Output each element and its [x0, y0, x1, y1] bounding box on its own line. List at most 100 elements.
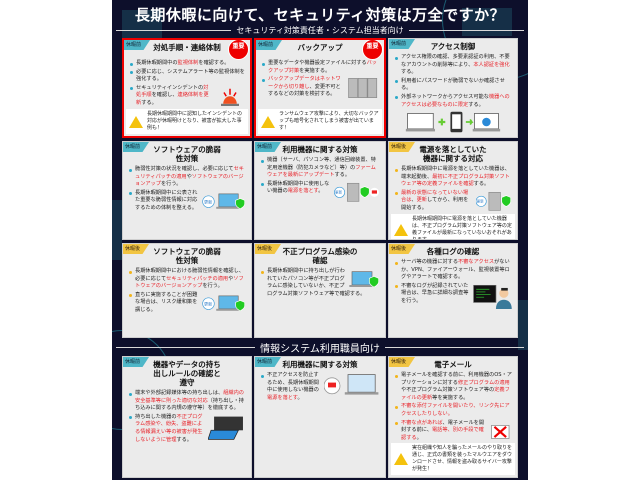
bullet-item: 長期休暇期間中に持ち出しが行われていたパソコン等が不正プログラムに感染していない…: [261, 268, 380, 298]
phase-tag: 休暇後: [123, 244, 149, 254]
bullet-item: 外部ネットワークからアクセス可能な機器へのアクセスは必要なものに限定する。: [395, 94, 512, 109]
page-title: 長期休暇に向けて、セキュリティ対策は万全ですか？: [134, 6, 506, 24]
warning-note: ランサムウェア攻撃により、大切なバックアップも暗号化されてしまう被害が出ています…: [258, 109, 382, 134]
warning-note: 長期休暇期間中に認知したインシデントの対応が休暇明けとなり、被害が拡大した事例も…: [126, 109, 248, 134]
bullet-list: 長期休暇期間中の監視体制を確認する。必要に応じ、システムアラート等の監視体制を強…: [124, 52, 250, 109]
bullet-list: 長期休暇期間中における脆弱性情報を確認し、必要に応じてセキュリティパッチの適用や…: [123, 265, 251, 316]
phase-tag: 休暇後: [389, 142, 415, 152]
phase-tag: 休暇後: [389, 244, 415, 254]
phase-tag: 休暇後: [389, 357, 415, 367]
card-3: 休暇前アクセス制御アクセス権限の確認、多要素認証の利用、不要なアカウントの削除等…: [388, 38, 518, 138]
bullet-item: バックアップデータはネットワークから切り離し、変更不可とするなどの対策を検討する…: [262, 76, 379, 99]
bullet-list: 端末や外部記録媒体等の持ち出しは、組織内の安全基準等に則った適切な対応（持ち出し…: [123, 387, 251, 445]
card-title: 各種ログの確認: [426, 247, 480, 256]
briefcase-icon: [208, 415, 246, 441]
bullet-item: 最新の状態になっていない場合は、更新してから、利用を開始する。: [395, 190, 512, 213]
section-header-staff: 情報システム利用職員向け: [116, 341, 525, 355]
card-title: 利用機器に関する対策: [282, 360, 358, 369]
bullet-list: 長期休暇期間中に電源を落としていた機器は、端末起動後、最初に不正プログラム対策ソ…: [389, 163, 517, 214]
warning-text: ランサムウェア攻撃により、大切なバックアップも暗号化されてしまう被害が出ています…: [279, 111, 379, 131]
operator-monitor-icon: [472, 284, 512, 309]
bullet-list: 脆弱性対策の状況を確認し、必要に応じてセキュリティパッチの適用やソフトウェアのバ…: [123, 163, 251, 214]
bullet-item: 機器（サーバ、パソコン等、通信回線装置、特定用途機器（防犯カメラなど）等）のファ…: [261, 157, 380, 180]
phase-tag: 休暇前: [123, 142, 149, 152]
warning-text: 長期休暇期間中に認知したインシデントの対応が休暇明けとなり、被害が拡大した事例も…: [147, 111, 243, 131]
bullet-list: サーバ等の機器に対する不審なアクセスがないか、VPN、ファイアーウォール、監視装…: [389, 256, 517, 310]
bullet-item: サーバ等の機器に対する不審なアクセスがないか、VPN、ファイアーウォール、監視装…: [395, 259, 512, 282]
phase-tag: 休暇前: [389, 39, 415, 49]
bullet-list: 重要なデータや機器設定ファイルに対するバックアップ対策を実施する。バックアップデ…: [256, 52, 384, 100]
card-5: 休暇前利用機器に関する対策機器（サーバ、パソコン等、通信回線装置、特定用途機器（…: [254, 141, 386, 240]
bullet-item: 不審な点があれば、電子メールを開封する前に、電話等、別の手段で確認する。: [395, 420, 512, 443]
section-header-admin: セキュリティ対策責任者・システム担当者向け: [116, 24, 524, 36]
svg-text:更新: 更新: [335, 189, 343, 194]
card-9: 休暇後 各種ログの確認サーバ等の機器に対する不審なアクセスがないか、VPN、ファイ…: [388, 243, 518, 338]
svg-text:更新: 更新: [477, 198, 485, 203]
power-off-laptop-icon: [324, 373, 380, 397]
card-2: 休暇前重要バックアップ重要なデータや機器設定ファイルに対するバックアップ対策を実…: [254, 38, 386, 138]
svg-text:更新: 更新: [204, 300, 212, 307]
warning-icon: [394, 453, 408, 466]
card-12: 休暇後 電子メール電子メールを確認する前に、利用機器のOS・アプリケーションに対す…: [388, 356, 518, 478]
card-title: 利用機器に関する対策: [282, 145, 358, 154]
card-title: 機器やデータの持ち出しルールの確認と遵守: [153, 360, 221, 387]
siren-icon: [215, 86, 245, 108]
laptop-shield-icon: [348, 269, 380, 289]
bullet-list: 不正アクセスを防止するため、長期休暇期間中に使用しない機器の電源を落とす。: [255, 369, 385, 403]
bullet-item: 長期休暇期間中に使用しない機器の電源を落とす。: [261, 181, 380, 196]
bullet-item: 脆弱性対策の状況を確認し、必要に応じてセキュリティパッチの適用やソフトウェアのバ…: [129, 166, 246, 189]
bullet-item: セキュリティインシデントの対処手順を確認し、連絡体制を更新する。: [130, 85, 245, 108]
bullet-list: 長期休暇期間中に持ち出しが行われていたパソコン等が不正プログラムに感染していない…: [255, 265, 385, 299]
phase-tag: 休暇後: [255, 244, 281, 254]
bullet-item: 長期休暇期間中の監視体制を確認する。: [130, 60, 245, 68]
card-8: 休暇後不正プログラム感染の確認長期休暇期間中に持ち出しが行われていたパソコン等が…: [254, 243, 386, 338]
server-shield-icon: 更新: [334, 182, 380, 202]
warning-note: 長期休暇期間中に電源を落としていた機器は、不正プログラム対策ソフトウェア等の定義…: [391, 213, 515, 240]
card-7: 休暇後ソフトウェアの脆弱性対策長期休暇期間中における脆弱性情報を確認し、必要に応…: [122, 243, 252, 338]
bullet-item: 持ち出した機器の不正プログラム感染や、紛失、盗難による情報漏えい等の被害が発生し…: [129, 414, 246, 444]
laptop-update-icon: 更新: [202, 293, 246, 313]
card-6: 休暇後電源を落としていた機器に関する対応長期休暇期間中に電源を落としていた機器は…: [388, 141, 518, 240]
phase-tag: 休暇前: [256, 40, 282, 50]
laptop-update-icon: 更新: [202, 191, 246, 211]
bullet-list: 電子メールを確認する前に、利用機器のOS・アプリケーションに対する修正プログラム…: [389, 369, 517, 443]
svg-text:更新: 更新: [204, 198, 212, 205]
server-shield-icon: 更新: [476, 191, 512, 211]
card-4: 休暇前ソフトウェアの脆弱性対策脆弱性対策の状況を確認し、必要に応じてセキュリティ…: [122, 141, 252, 240]
server-rack-icon: [347, 77, 379, 99]
card-title: ソフトウェアの脆弱性対策: [153, 247, 221, 265]
bullet-item: 長期休暇期間中における脆弱性情報を確認し、必要に応じてセキュリティパッチの適用や…: [129, 268, 246, 291]
bullet-item: 利用者にパスワードが脆弱でないか確認させる。: [395, 78, 512, 93]
bullet-item: 必要に応じ、システムアラート等の監視体制を強化する。: [130, 69, 245, 84]
infographic: 長期休暇に向けて、セキュリティ対策は万全ですか？ セキュリティ対策責任者・システ…: [112, 0, 528, 480]
bullet-list: アクセス権限の確認、多要素認証の利用、不要なアカウントの削除等により、本人認証を…: [389, 51, 517, 110]
warning-text: 長期休暇期間中に電源を落としていた機器は、不正プログラム対策ソフトウェア等の定義…: [412, 215, 512, 240]
warning-icon: [129, 115, 143, 128]
card-title: 電子メール: [434, 360, 472, 369]
phase-tag: 休暇前: [124, 40, 150, 50]
card-title: ソフトウェアの脆弱性対策: [153, 145, 221, 163]
phase-tag: 休暇前: [255, 357, 281, 367]
card-1: 休暇前重要対処手順・連絡体制長期休暇期間中の監視体制を確認する。必要に応じ、シス…: [122, 38, 252, 138]
card-10: 休暇前機器やデータの持ち出しルールの確認と遵守端末や外部記録媒体等の持ち出しは、…: [122, 356, 252, 478]
login-auth-icon: [405, 110, 501, 134]
bullet-item: 長期休暇期間中に公表された重要な脆弱性情報に対応するための体制を整える。: [129, 190, 246, 213]
bullet-item: 不審な添付ファイルを開いたり、リンク先にアクセスしたりしない。: [395, 403, 512, 418]
card-title: バックアップ: [297, 43, 343, 52]
bullet-item: 電子メールを確認する前に、利用機器のOS・アプリケーションに対する修正プログラム…: [395, 372, 512, 402]
bullet-item: 重要なデータや機器設定ファイルに対するバックアップ対策を実施する。: [262, 60, 379, 75]
bullet-item: 不審なログが記録されていた場合は、早急に詳細な調査等を行う。: [395, 283, 512, 306]
bullet-item: 不正アクセスを防止するため、長期休暇期間中に使用しない機器の電源を落とす。: [261, 372, 380, 402]
bullet-list: 機器（サーバ、パソコン等、通信回線装置、特定用途機器（防犯カメラなど）等）のファ…: [255, 154, 385, 203]
card-title: 対処手順・連絡体制: [153, 43, 221, 52]
bullet-item: 直ちに実施することが困難な場合は、リスク緩和策を講じる。: [129, 292, 246, 315]
bullet-item: 長期休暇期間中に電源を落としていた機器は、端末起動後、最初に不正プログラム対策ソ…: [395, 166, 512, 189]
card-title: 不正プログラム感染の確認: [282, 247, 358, 265]
card-11: 休暇前利用機器に関する対策不正アクセスを防止するため、長期休暇期間中に使用しない…: [254, 356, 386, 478]
phase-tag: 休暇前: [255, 142, 281, 152]
mail-blocked-icon: [490, 421, 512, 440]
bullet-item: アクセス権限の確認、多要素認証の利用、不要なアカウントの削除等により、本人認証を…: [395, 54, 512, 77]
important-badge: 重要: [228, 40, 249, 60]
bullet-item: 端末や外部記録媒体等の持ち出しは、組織内の安全基準等に則った適切な対応（持ち出し…: [129, 390, 246, 413]
warning-text: 実在組織や知人を騙ったメールのやり取りを通じ、正式の書類を装ったマルウエアをダウ…: [412, 445, 513, 473]
